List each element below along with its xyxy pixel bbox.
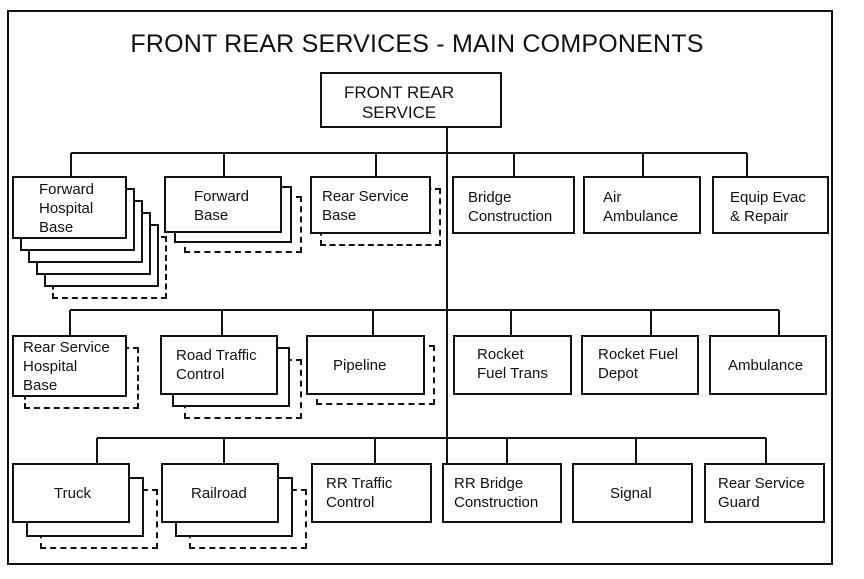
node-rear-service-guard: Rear Service Guard [704,463,825,523]
node-label: Road Traffic Control [176,347,257,383]
node-label: RR Traffic Control [326,475,393,511]
node-label: Bridge Construction [468,189,553,225]
node-truck: Truck [12,463,130,523]
node-forward-hospital-base: Forward Hospital Base [12,176,127,239]
node-air-ambulance: Air Ambulance [583,176,701,234]
node-rr-bridge-construction: RR Bridge Construction [442,463,562,523]
node-road-traffic-control: Road Traffic Control [160,335,278,395]
node-label: Rear Service Guard [718,475,805,511]
node-forward-base: Forward Base [164,176,282,233]
node-label: Forward Hospital Base [39,181,95,236]
node-label: Truck [54,485,91,502]
node-rocket-fuel-depot: Rocket Fuel Depot [581,335,699,395]
node-label: FRONT REAR SERVICE [344,83,455,122]
node-label: Signal [610,485,652,502]
node-label: Forward Base [194,188,250,224]
node-rocket-fuel-trans: Rocket Fuel Trans [453,335,572,395]
node-label: Air Ambulance [603,189,679,225]
node-label: Rear Service Hospital Base [23,339,110,394]
node-signal: Signal [572,463,693,523]
node-label: Pipeline [333,357,387,374]
node-rear-service-base: Rear Service Base [310,176,431,234]
node-rear-service-hospital-base: Rear Service Hospital Base [12,335,127,397]
diagram-title: FRONT REAR SERVICES - MAIN COMPONENTS [130,30,704,58]
diagram-frame [7,10,833,565]
node-pipeline: Pipeline [306,335,425,395]
node-label: Rear Service Base [322,188,409,224]
node-label: RR Bridge Construction [454,475,539,511]
node-equip-evac-repair: Equip Evac & Repair [712,176,829,234]
node-label: Equip Evac & Repair [730,189,806,225]
node-bridge-construction: Bridge Construction [452,176,575,234]
node-label: Rocket Fuel Depot [598,346,679,382]
node-front-rear-service: FRONT REAR SERVICE [320,72,502,128]
node-rr-traffic-control: RR Traffic Control [311,463,432,523]
node-label: Ambulance [728,357,804,374]
node-railroad: Railroad [161,463,279,523]
node-label: Rocket Fuel Trans [477,346,548,382]
node-ambulance: Ambulance [709,335,827,395]
node-label: Railroad [191,485,247,502]
